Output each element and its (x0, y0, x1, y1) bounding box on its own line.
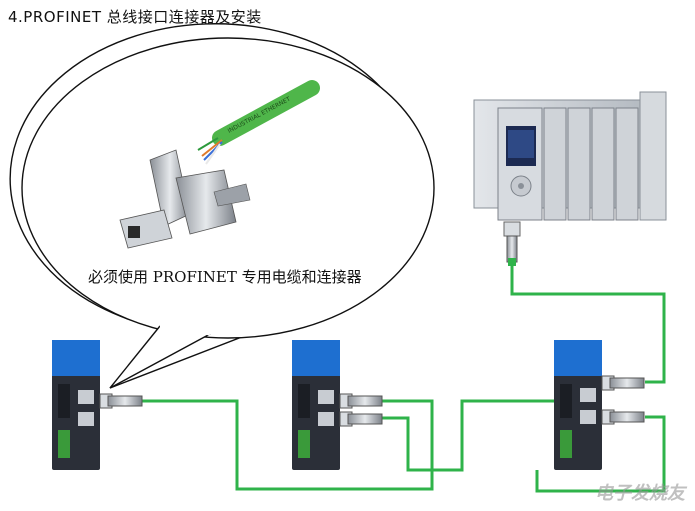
plc-icon (473, 91, 667, 266)
callout-caption: 必须使用 PROFINET 专用电缆和连接器 (88, 268, 362, 286)
watermark: 电子发烧友 (595, 483, 685, 504)
io-module-icon (52, 340, 143, 470)
ethernet-cable-runs (140, 265, 666, 493)
io-module-icon (554, 340, 645, 470)
rj45-connector-icon (119, 149, 251, 249)
page-title: 4.PROFINET 总线接口连接器及安装 (8, 8, 262, 26)
io-module-icon (292, 340, 383, 470)
